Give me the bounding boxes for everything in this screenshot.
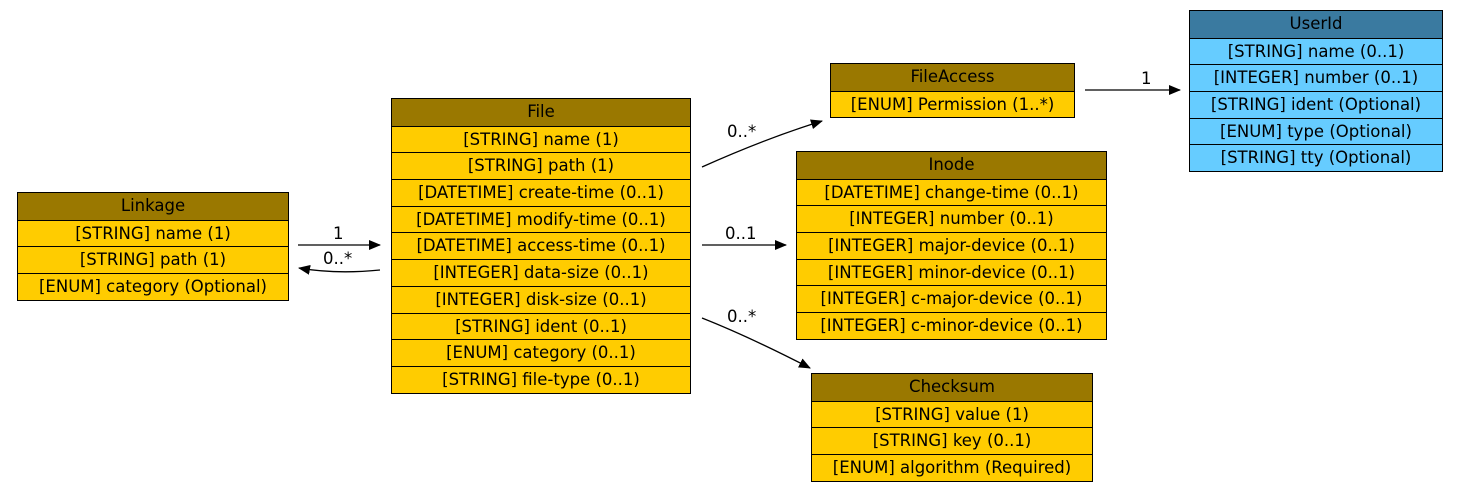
edge-label-file-to-inode: 0..1 [725,224,757,243]
file-field-create-time: [DATETIME] create-time (0..1) [392,179,690,206]
file-field-file-type: [STRING] file-type (0..1) [392,365,690,393]
userid-field-type: [ENUM] type (Optional) [1190,117,1442,145]
edge-label-file-to-fileaccess: 0..* [727,122,756,141]
fileaccess-class-box: FileAccess [ENUM] Permission (1..*) [830,63,1075,119]
fileaccess-field-permission: [ENUM] Permission (1..*) [831,90,1074,118]
file-field-name: [STRING] name (1) [392,125,690,153]
file-class-box: File [STRING] name (1) [STRING] path (1)… [391,98,691,394]
file-field-modify-time: [DATETIME] modify-time (0..1) [392,205,690,233]
inode-field-number: [INTEGER] number (0..1) [797,205,1106,233]
linkage-field-path: [STRING] path (1) [18,246,288,274]
userid-title: UserId [1190,11,1442,38]
inode-title: Inode [797,152,1106,179]
linkage-field-category: [ENUM] category (Optional) [18,273,288,300]
edge-linkage-to-file: 1 [298,224,381,250]
userid-field-tty: [STRING] tty (Optional) [1190,144,1442,172]
file-field-data-size: [INTEGER] data-size (0..1) [392,259,690,286]
userid-field-number: [INTEGER] number (0..1) [1190,64,1442,92]
edge-file-to-fileaccess: 0..* [701,119,823,168]
file-field-access-time: [DATETIME] access-time (0..1) [392,232,690,260]
checksum-field-key: [STRING] key (0..1) [812,427,1092,455]
checksum-field-algorithm: [ENUM] algorithm (Required) [812,454,1092,481]
checksum-title: Checksum [812,374,1092,401]
file-field-category: [ENUM] category (0..1) [392,339,690,366]
inode-field-c-major-device: [INTEGER] c-major-device (0..1) [797,285,1106,313]
inode-field-change-time: [DATETIME] change-time (0..1) [797,178,1106,206]
inode-field-minor-device: [INTEGER] minor-device (0..1) [797,258,1106,286]
inode-class-box: Inode [DATETIME] change-time (0..1) [INT… [796,151,1107,340]
checksum-class-box: Checksum [STRING] value (1) [STRING] key… [811,373,1093,482]
edge-label-fileaccess-to-userid: 1 [1141,69,1152,88]
inode-field-c-minor-device: [INTEGER] c-minor-device (0..1) [797,312,1106,339]
file-title: File [392,99,690,126]
edge-label-linkage-to-file: 1 [333,224,344,243]
edge-file-to-inode: 0..1 [702,224,787,250]
file-field-disk-size: [INTEGER] disk-size (0..1) [392,285,690,313]
userid-field-ident: [STRING] ident (Optional) [1190,91,1442,118]
file-field-path: [STRING] path (1) [392,152,690,180]
linkage-field-name: [STRING] name (1) [18,219,288,247]
linkage-class-box: Linkage [STRING] name (1) [STRING] path … [17,192,289,301]
edge-fileaccess-to-userid: 1 [1085,69,1181,95]
checksum-field-value: [STRING] value (1) [812,400,1092,428]
linkage-title: Linkage [18,193,288,220]
file-field-ident: [STRING] ident (0..1) [392,312,690,340]
userid-field-name: [STRING] name (0..1) [1190,37,1442,65]
userid-class-box: UserId [STRING] name (0..1) [INTEGER] nu… [1189,10,1443,173]
edge-file-to-linkage: 0..* [298,249,381,275]
edge-label-file-to-checksum: 0..* [727,307,756,326]
edge-label-file-to-linkage: 0..* [323,249,352,268]
fileaccess-title: FileAccess [831,64,1074,91]
inode-field-major-device: [INTEGER] major-device (0..1) [797,232,1106,259]
edge-file-to-checksum: 0..* [701,307,811,369]
